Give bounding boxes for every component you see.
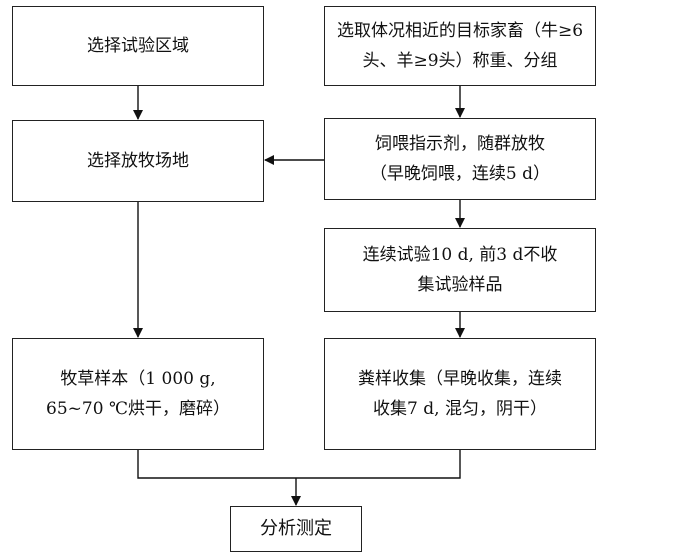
node-text-line: 收集7 d, 混匀，阴干） — [373, 399, 547, 419]
node-grass-sample: 牧草样本（1 000 g, 65~70 ℃烘干，磨碎） — [12, 338, 264, 450]
node-select-site: 选择放牧场地 — [12, 120, 264, 202]
node-text-line: 集试验样品 — [417, 275, 503, 295]
node-text-line: 连续试验10 d, 前3 d不收 — [362, 245, 558, 265]
node-text-line: （早晚饲喂，连续5 d） — [369, 164, 551, 184]
merge-line — [137, 450, 461, 479]
node-continuous-trial: 连续试验10 d, 前3 d不收 集试验样品 — [324, 228, 596, 312]
node-text-line: 选取体况相近的目标家畜（牛≥6 — [336, 21, 584, 41]
node-text-line: 65~70 ℃烘干，磨碎） — [46, 399, 230, 419]
node-feces-collection: 粪样收集（早晚收集，连续 收集7 d, 混匀，阴干） — [324, 338, 596, 450]
node-text-line: 粪样收集（早晚收集，连续 — [358, 369, 562, 389]
node-select-livestock: 选取体况相近的目标家畜（牛≥6 头、羊≥9头）称重、分组 — [324, 6, 596, 86]
node-select-area: 选择试验区域 — [12, 6, 264, 86]
node-text-line: 选择放牧场地 — [87, 151, 189, 171]
node-text-line: 选择试验区域 — [87, 36, 189, 56]
node-feed-indicator: 饲喂指示剂，随群放牧 （早晚饲喂，连续5 d） — [324, 118, 596, 200]
node-text-line: 头、羊≥9头）称重、分组 — [362, 51, 558, 71]
node-analysis: 分析测定 — [230, 506, 362, 552]
node-text-line: 牧草样本（1 000 g, — [60, 369, 216, 389]
node-text-line: 分析测定 — [260, 518, 332, 539]
node-text-line: 饲喂指示剂，随群放牧 — [375, 134, 545, 154]
